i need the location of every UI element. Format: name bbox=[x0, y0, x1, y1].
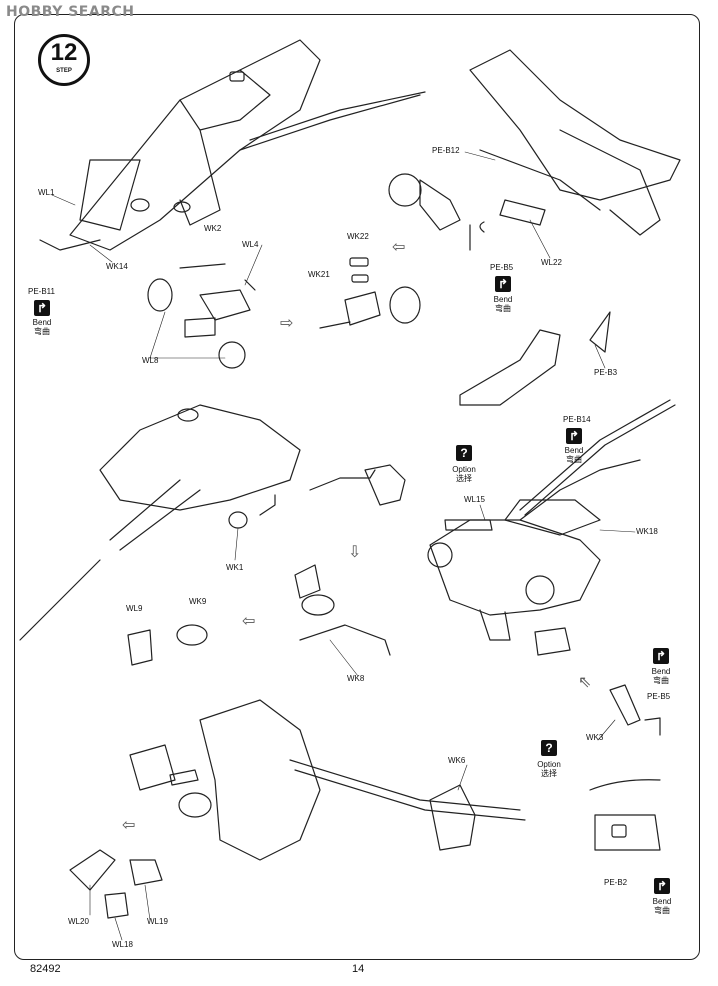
part-label-wl19: WL19 bbox=[147, 917, 168, 926]
option-note: Option 选择 bbox=[444, 465, 484, 483]
part-label-pe-b2: PE-B2 bbox=[604, 878, 628, 887]
part-label-wk8: WK8 bbox=[347, 674, 365, 683]
part-label-pe-b14: PE-B14 bbox=[563, 415, 591, 424]
option-question-icon: ? bbox=[541, 740, 557, 756]
bend-note-en: Bend bbox=[32, 318, 52, 327]
direction-arrow-icon: ⇦ bbox=[122, 817, 136, 834]
part-label-wl20: WL20 bbox=[68, 917, 89, 926]
option-note: Option 选择 bbox=[529, 760, 569, 778]
part-label-wl18: WL18 bbox=[112, 940, 133, 949]
direction-arrow-icon: ⇦ bbox=[242, 613, 256, 630]
bend-note: Bend 弯曲 bbox=[643, 667, 679, 685]
part-label-pe-b5-mid: PE-B5 bbox=[647, 692, 671, 701]
option-note-en: Option bbox=[452, 465, 476, 474]
bend-note-en: Bend bbox=[652, 897, 672, 906]
step-number: 12 bbox=[50, 39, 78, 66]
bottom-left-parts-drawing bbox=[69, 849, 163, 919]
top-left-chassis-drawing bbox=[39, 39, 426, 251]
part-label-wk14: WK14 bbox=[106, 262, 128, 271]
part-label-pe-b3: PE-B3 bbox=[594, 368, 618, 377]
mid-left-parts-drawing bbox=[147, 263, 256, 369]
bend-icon: ↱ bbox=[654, 878, 670, 894]
direction-arrow-icon: ⇦ bbox=[392, 239, 406, 256]
option-note-en: Option bbox=[537, 760, 561, 769]
part-label-wk9: WK9 bbox=[189, 597, 207, 606]
top-right-chassis-drawing bbox=[388, 49, 681, 251]
bend-note: Bend 弯曲 bbox=[485, 295, 521, 313]
part-label-wk22: WK22 bbox=[347, 232, 369, 241]
part-label-wl1: WL1 bbox=[38, 188, 55, 197]
watermark: HOBBY SEARCH bbox=[6, 4, 135, 20]
bend-note-cn: 弯曲 bbox=[566, 455, 582, 464]
step-badge: 12 STEP bbox=[38, 34, 90, 86]
part-label-wl15: WL15 bbox=[464, 495, 485, 504]
bottom-assembly-drawing bbox=[129, 699, 661, 861]
direction-arrow-icon: ⇩ bbox=[348, 544, 362, 561]
page-number: 14 bbox=[352, 963, 365, 975]
mid-small-parts-drawing bbox=[127, 564, 391, 666]
bend-note-cn: 弯曲 bbox=[653, 676, 669, 685]
wk3-part-drawing bbox=[609, 684, 661, 736]
bend-note-cn: 弯曲 bbox=[495, 304, 511, 313]
bend-icon: ↱ bbox=[653, 648, 669, 664]
bend-note: Bend 弯曲 bbox=[556, 446, 592, 464]
direction-arrow-icon: ⇖ bbox=[578, 674, 592, 691]
leader-lines bbox=[51, 151, 636, 941]
product-code: 82492 bbox=[30, 963, 61, 975]
mid-center-parts-drawing bbox=[319, 257, 421, 329]
option-note-cn: 选择 bbox=[541, 769, 557, 778]
bend-icon: ↱ bbox=[495, 276, 511, 292]
bend-note: Bend 弯曲 bbox=[644, 897, 680, 915]
bend-note-cn: 弯曲 bbox=[654, 906, 670, 915]
option-note-cn: 选择 bbox=[456, 474, 472, 483]
middle-left-assembly-drawing bbox=[19, 404, 406, 641]
bend-note: Bend 弯曲 bbox=[24, 318, 60, 336]
part-label-pe-b5-top: PE-B5 bbox=[490, 263, 514, 272]
part-label-wl4: WL4 bbox=[242, 240, 259, 249]
photo-etch-sheets-drawing bbox=[459, 311, 611, 406]
page-frame bbox=[14, 14, 700, 960]
step-word: STEP bbox=[56, 68, 72, 74]
bend-note-en: Bend bbox=[493, 295, 513, 304]
option-question-icon: ? bbox=[456, 445, 472, 461]
part-label-wl9: WL9 bbox=[126, 604, 143, 613]
bend-note-en: Bend bbox=[564, 446, 584, 455]
part-label-pe-b12: PE-B12 bbox=[432, 146, 460, 155]
bend-note-cn: 弯曲 bbox=[34, 327, 50, 336]
middle-right-assembly-drawing bbox=[427, 399, 676, 656]
part-label-wl22: WL22 bbox=[541, 258, 562, 267]
part-label-wk1: WK1 bbox=[226, 563, 244, 572]
direction-arrow-icon: ⇨ bbox=[280, 315, 294, 332]
part-label-pe-b11: PE-B11 bbox=[28, 287, 55, 296]
part-label-wk18: WK18 bbox=[636, 527, 658, 536]
part-label-wk3: WK3 bbox=[586, 733, 604, 742]
part-label-wk21: WK21 bbox=[308, 270, 330, 279]
bend-note-en: Bend bbox=[651, 667, 671, 676]
bend-icon: ↱ bbox=[34, 300, 50, 316]
part-label-wl8: WL8 bbox=[142, 356, 159, 365]
part-label-wk6: WK6 bbox=[448, 756, 466, 765]
bend-icon: ↱ bbox=[566, 428, 582, 444]
part-label-wk2: WK2 bbox=[204, 224, 222, 233]
